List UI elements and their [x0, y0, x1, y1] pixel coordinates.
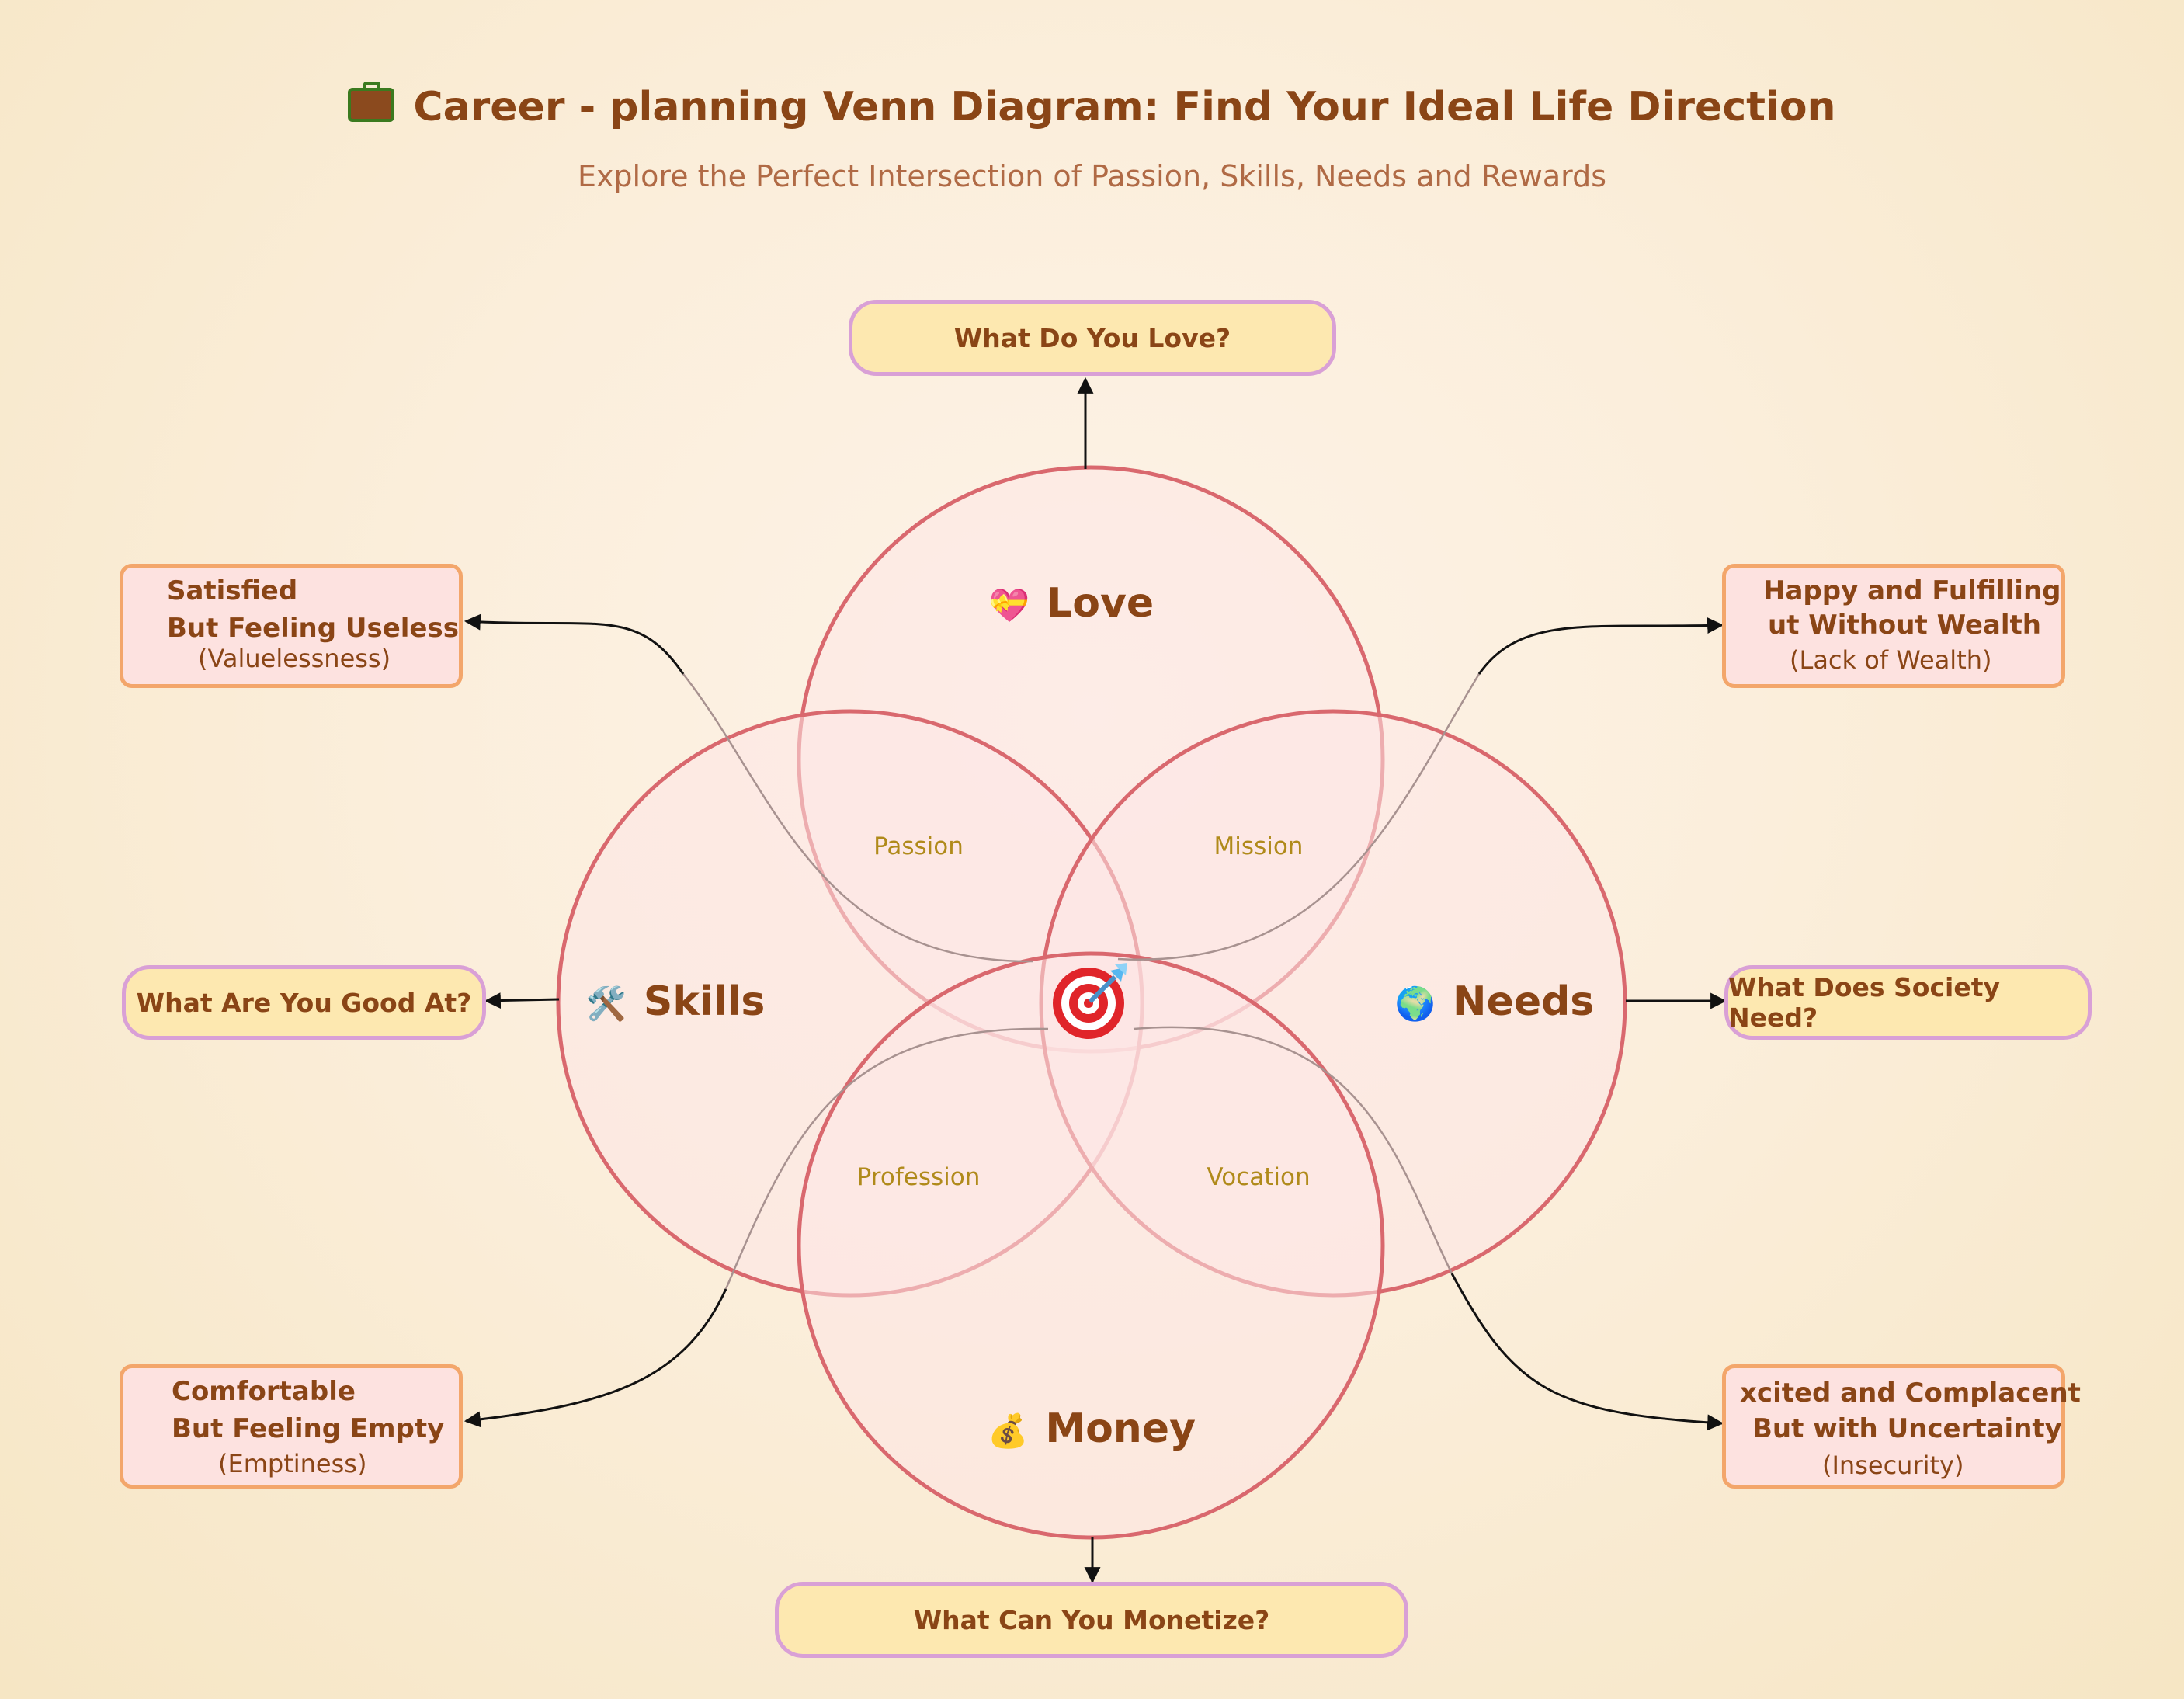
- connector-center-topright: [1117, 673, 1481, 961]
- heart-icon: 💝: [988, 586, 1030, 624]
- title-text: Career - planning Venn Diagram: Find You…: [413, 84, 1836, 130]
- outcome-top-right: Happy and Fulfilling ut Without Wealth (…: [1722, 564, 2065, 688]
- skills-question: What Are You Good At?: [122, 965, 486, 1040]
- arrow-bottomright-outcome: [1450, 1273, 1724, 1431]
- page-subtitle: Explore the Perfect Intersection of Pass…: [577, 159, 1607, 193]
- outcome-bottom-left-note: (Emptiness): [218, 1449, 367, 1478]
- outcome-bottom-left-line1: Comfortable: [172, 1376, 356, 1407]
- money-question: What Can You Monetize?: [775, 1582, 1408, 1658]
- connector-center-topleft: [682, 673, 1033, 963]
- arrow-topright-outcome: [1477, 617, 1724, 675]
- outcome-top-left-note: (Valuelessness): [198, 644, 391, 673]
- outcome-bottom-right-line1: xcited and Complacent: [1740, 1378, 2081, 1409]
- love-label: 💝Love: [988, 580, 1154, 627]
- arrow-skills-question: [484, 992, 560, 1009]
- outcome-bottom-left: Comfortable But Feeling Empty (Emptiness…: [120, 1364, 463, 1489]
- outcome-bottom-right: xcited and Complacent But with Uncertain…: [1722, 1364, 2081, 1489]
- outcome-top-right-line1: Happy and Fulfilling: [1763, 575, 2061, 606]
- love-question: What Do You Love?: [849, 300, 1336, 376]
- arrow-topleft-outcome: [464, 613, 685, 675]
- passion-label: Passion: [873, 832, 964, 860]
- outcome-top-left-line1: Satisfied: [167, 575, 298, 606]
- outcome-top-right-note: (Lack of Wealth): [1790, 645, 1992, 675]
- briefcase-icon: [348, 82, 395, 122]
- skills-label: 🛠️Skills: [585, 978, 766, 1025]
- money-label: 💰Money: [988, 1405, 1196, 1452]
- profession-label: Profession: [856, 1163, 981, 1191]
- vocation-label: Vocation: [1207, 1163, 1311, 1191]
- arrow-bottomleft-outcome: [464, 1288, 727, 1428]
- needs-question: What Does Society Need?: [1724, 965, 2092, 1040]
- outcome-bottom-left-line2: But Feeling Empty: [172, 1413, 445, 1444]
- outcome-top-left: Satisfied But Feeling Useless (Valueless…: [120, 564, 463, 688]
- needs-label: 🌍Needs: [1394, 978, 1595, 1025]
- outcome-bottom-right-note: (Insecurity): [1822, 1451, 1964, 1480]
- outcome-bottom-right-line2: But with Uncertainty: [1752, 1413, 2062, 1444]
- globe-icon: 🌍: [1394, 985, 1436, 1023]
- outcome-top-left-line2: But Feeling Useless: [167, 613, 459, 644]
- outcome-top-right-line2: ut Without Wealth: [1768, 610, 2041, 641]
- connector-center-bottomleft: [724, 1027, 1049, 1290]
- money-bag-icon: 💰: [988, 1412, 1029, 1450]
- connector-center-bottomright: [1133, 1026, 1453, 1274]
- page-title: Career - planning Venn Diagram: Find You…: [0, 82, 2184, 130]
- money-circle: [797, 951, 1385, 1540]
- target-icon: [1053, 963, 1127, 1039]
- tools-icon: 🛠️: [585, 985, 627, 1023]
- mission-label: Mission: [1214, 832, 1304, 860]
